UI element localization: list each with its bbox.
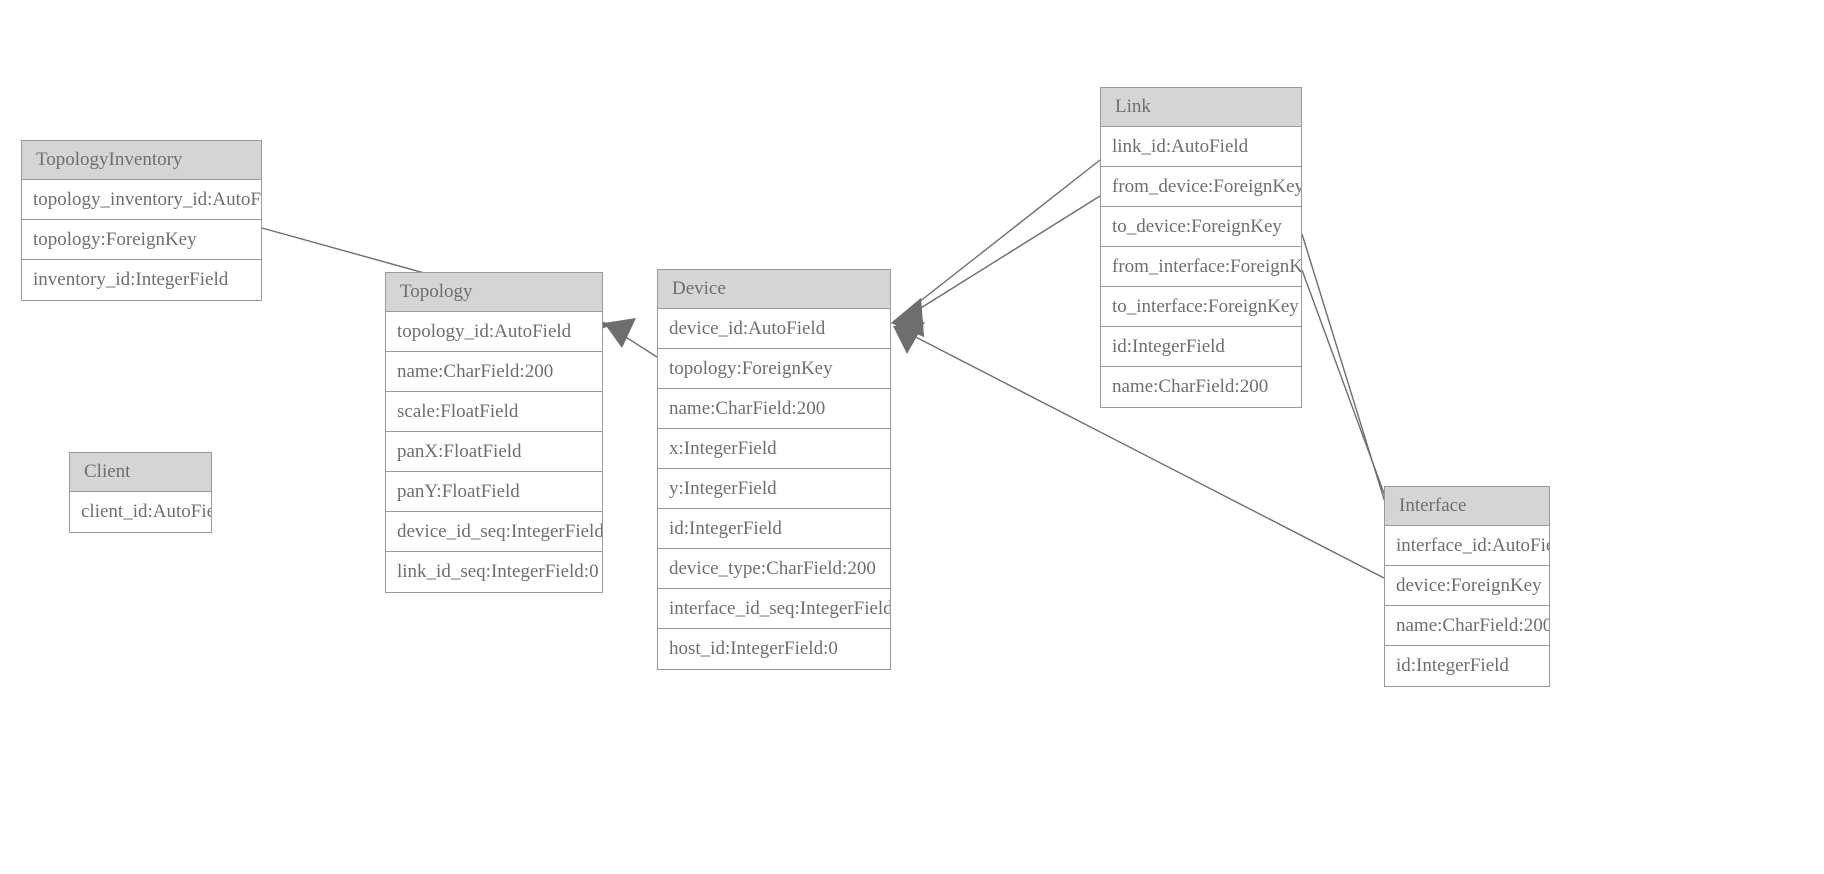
relationship-line: [899, 195, 1101, 322]
entity-field: name:CharField:200: [386, 352, 602, 392]
entity-field: topology:ForeignKey: [22, 220, 261, 260]
relationship-line: [609, 326, 658, 358]
entity-field: panY:FloatField: [386, 472, 602, 512]
entity-field: topology_inventory_id:AutoField: [22, 180, 261, 220]
entity-field: device:ForeignKey: [1385, 566, 1549, 606]
relationship-line: [1301, 269, 1397, 527]
entity-field: topology:ForeignKey: [658, 349, 890, 389]
relationship-arrowhead: [891, 298, 924, 337]
entity-title-device: Device: [658, 270, 890, 309]
entity-title-interface: Interface: [1385, 487, 1549, 526]
entity-field: scale:FloatField: [386, 392, 602, 432]
entity-field: interface_id:AutoField: [1385, 526, 1549, 566]
entity-client[interactable]: Client client_id:AutoField: [69, 452, 212, 533]
entity-field: device_id_seq:IntegerField:0: [386, 512, 602, 552]
relationship-edge: [1301, 233, 1412, 526]
entity-field: from_device:ForeignKey: [1101, 167, 1301, 207]
entity-field: panX:FloatField: [386, 432, 602, 472]
relationship-arrowhead: [604, 318, 636, 348]
relationship-edge: [604, 318, 658, 358]
entity-field: name:CharField:200: [1112, 376, 1269, 397]
entity-field: y:IntegerField: [658, 469, 890, 509]
entity-field: name:CharField:200: [1385, 606, 1549, 646]
entity-field: link_id_seq:IntegerField:0: [397, 561, 599, 582]
entity-field: interface_id_seq:IntegerField:0: [658, 589, 890, 629]
entity-field: from_interface:ForeignKey: [1101, 247, 1301, 287]
entity-field: inventory_id:IntegerField: [33, 269, 229, 290]
entity-field: name:CharField:200: [658, 389, 890, 429]
entity-field: id:IntegerField: [1101, 327, 1301, 367]
entity-field: host_id:IntegerField:0: [669, 638, 838, 659]
entity-field: device_type:CharField:200: [658, 549, 890, 589]
entity-field: x:IntegerField: [658, 429, 890, 469]
entity-field: to_device:ForeignKey: [1101, 207, 1301, 247]
entity-interface[interactable]: Interfaceinterface_id:AutoFielddevice:Fo…: [1384, 486, 1550, 687]
entity-field: id:IntegerField: [1396, 655, 1509, 676]
relationship-line: [1301, 233, 1393, 526]
entity-field: device_id:AutoField: [658, 309, 890, 349]
entity-field: id:IntegerField: [658, 509, 890, 549]
entity-title-topologyinventory: TopologyInventory: [22, 141, 261, 180]
entity-title-client: Client: [70, 453, 211, 492]
entity-title-topology: Topology: [386, 273, 602, 312]
relationship-line: [899, 159, 1101, 318]
entity-field: to_interface:ForeignKey: [1101, 287, 1301, 327]
relationship-edge: [891, 159, 1101, 337]
entity-field: topology_id:AutoField: [386, 312, 602, 352]
relationship-arrowhead: [891, 298, 924, 337]
entity-title-link: Link: [1101, 88, 1301, 127]
relationship-edge: [891, 195, 1101, 337]
entity-field: link_id:AutoField: [1101, 127, 1301, 167]
entity-field: client_id:AutoField: [81, 501, 211, 522]
relationship-arrowhead: [893, 322, 925, 354]
